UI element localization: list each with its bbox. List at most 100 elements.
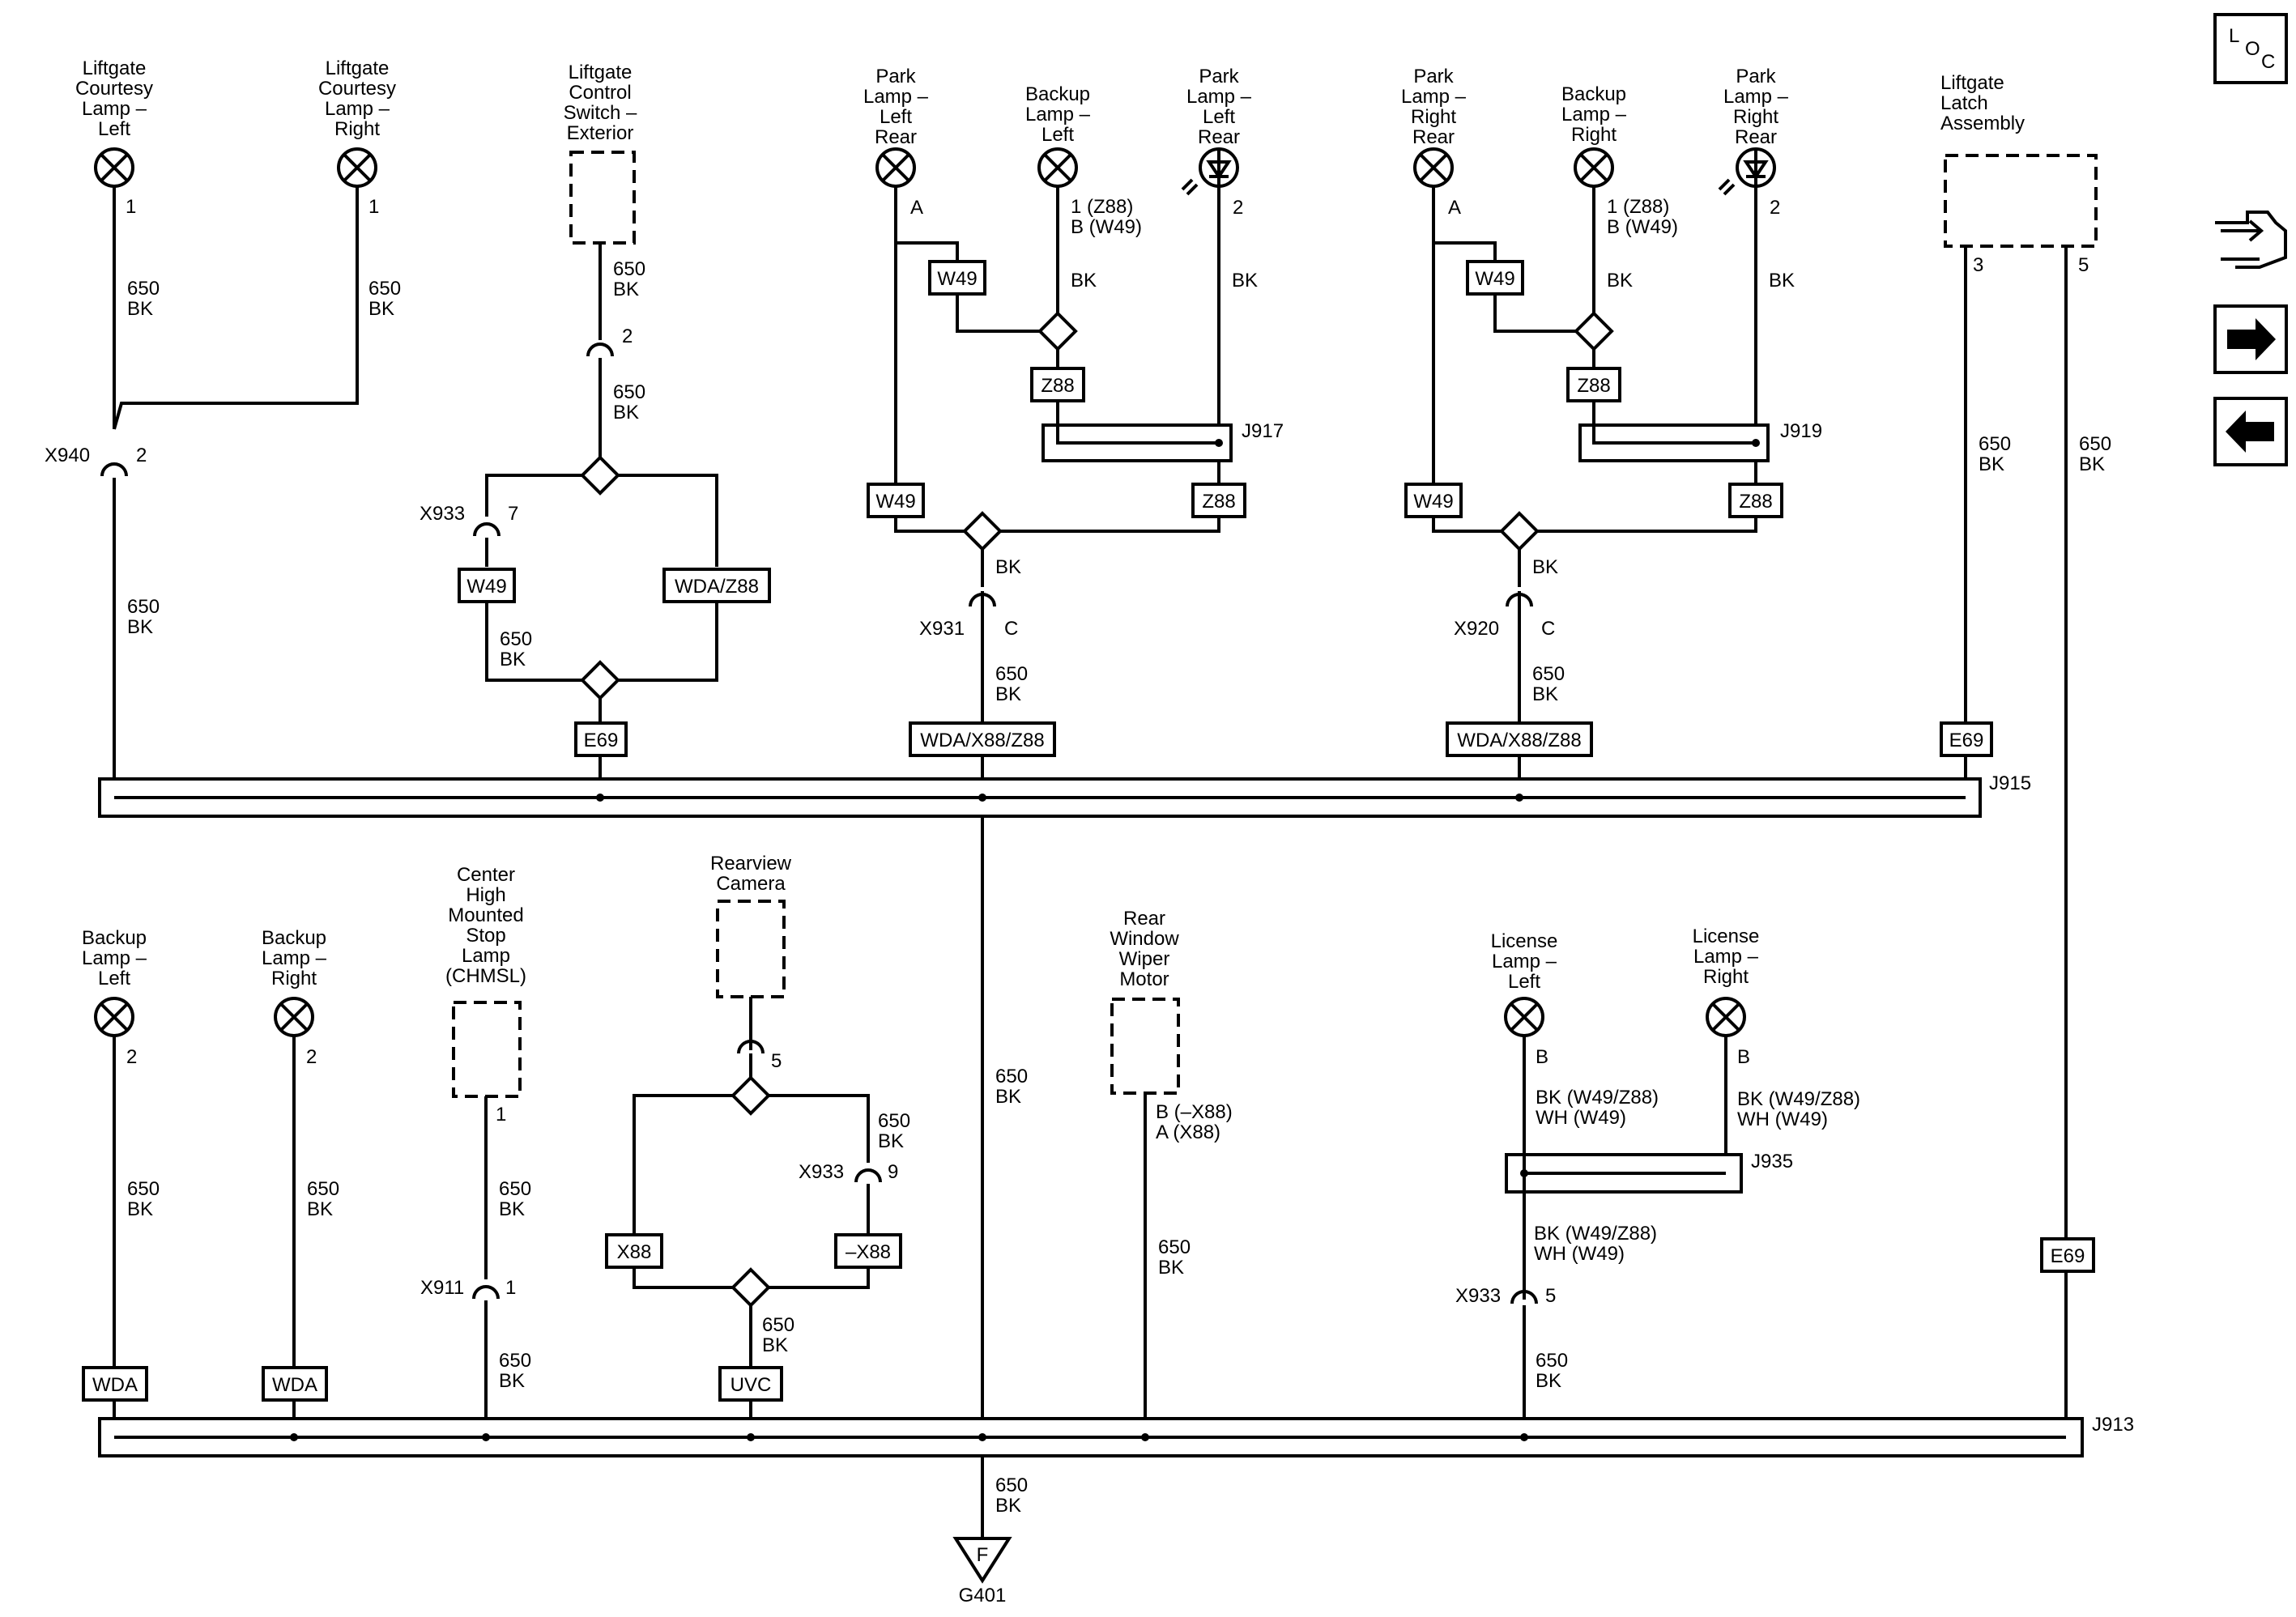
option-x88: X88 (605, 1233, 663, 1269)
svg-text:Liftgate: Liftgate (1940, 72, 2004, 94)
svg-text:BK: BK (1979, 453, 2004, 475)
connector-x940: X940 2 (45, 445, 147, 494)
option-z88: Z88 (1191, 483, 1246, 518)
svg-text:BK: BK (1769, 270, 1795, 291)
backup-lamp-left-upper: Backup Lamp – Left 1 (Z88) B (W49) (1025, 83, 1142, 238)
option-uvc: UVC (718, 1366, 783, 1402)
svg-text:Center: Center (457, 864, 515, 886)
svg-text:650: 650 (613, 258, 645, 280)
svg-text:WDA: WDA (92, 1374, 138, 1396)
liftgate-latch-assembly: Liftgate Latch Assembly 3 5 (1940, 72, 2098, 276)
splice-diamond (962, 511, 1003, 551)
svg-text:2: 2 (1770, 197, 1780, 219)
svg-text:2: 2 (306, 1046, 317, 1068)
option-wda-x88-z88: WDA/X88/Z88 (909, 721, 1056, 757)
svg-text:650: 650 (1158, 1236, 1191, 1258)
svg-text:BK: BK (2079, 453, 2105, 475)
connector-service-icon[interactable] (2215, 211, 2287, 269)
svg-text:650: 650 (995, 1474, 1028, 1496)
park-lamp-right-rear-led: Park Lamp – Right Rear 2 (1718, 66, 1789, 219)
svg-text:Right: Right (1733, 106, 1778, 128)
svg-text:Backup: Backup (1025, 83, 1090, 105)
svg-text:BK: BK (995, 683, 1021, 705)
option-z88: Z88 (1566, 367, 1621, 402)
svg-text:Rearview: Rearview (710, 853, 792, 874)
svg-text:BK: BK (500, 649, 526, 670)
svg-text:650: 650 (368, 278, 401, 300)
svg-text:650: 650 (307, 1178, 339, 1200)
liftgate-control-switch: Liftgate Control Switch – Exterior (564, 62, 637, 245)
svg-text:Lamp: Lamp (462, 945, 510, 967)
svg-text:2: 2 (126, 1046, 137, 1068)
splice-diamond (580, 660, 620, 700)
svg-text:A: A (910, 197, 923, 219)
svg-text:650: 650 (878, 1110, 910, 1132)
svg-text:Liftgate: Liftgate (569, 62, 633, 83)
park-lamp-right-rear: Park Lamp – Right Rear A (1401, 66, 1467, 219)
svg-text:WH (W49): WH (W49) (1536, 1107, 1626, 1129)
svg-text:B (W49): B (W49) (1071, 216, 1142, 238)
liftgate-courtesy-lamp-right: Liftgate Courtesy Lamp – Right 1 (318, 57, 396, 218)
splice-j919: J919 (1578, 401, 1822, 462)
svg-text:WH (W49): WH (W49) (1737, 1108, 1828, 1130)
splice-bus-j915: J915 (98, 772, 2031, 818)
splice-diamond (1037, 311, 1078, 351)
svg-text:BK: BK (368, 298, 394, 320)
svg-text:3: 3 (1973, 254, 1983, 276)
wire-label: 650 (127, 596, 160, 618)
svg-text:Right: Right (1411, 106, 1456, 128)
arrow-right-icon[interactable] (2213, 304, 2288, 374)
svg-text:Motor: Motor (1119, 968, 1169, 990)
backup-lamp-left-lower: Backup Lamp – Left 2 (82, 927, 147, 1068)
svg-text:1 (Z88): 1 (Z88) (1607, 196, 1669, 218)
svg-text:WDA/Z88: WDA/Z88 (675, 576, 759, 598)
park-lamp-left-rear-led: Park Lamp – Left Rear 2 (1181, 66, 1252, 219)
loc-letter-c: C (2261, 51, 2275, 73)
loc-icon[interactable]: L O C (2213, 13, 2288, 84)
svg-text:W49: W49 (937, 268, 977, 290)
svg-text:BK: BK (127, 1198, 153, 1220)
svg-text:Park: Park (1736, 66, 1776, 87)
svg-text:Right: Right (271, 968, 317, 989)
svg-text:–X88: –X88 (846, 1241, 891, 1263)
svg-text:WDA/X88/Z88: WDA/X88/Z88 (1457, 730, 1581, 751)
svg-text:UVC: UVC (731, 1374, 772, 1396)
svg-text:5: 5 (771, 1050, 782, 1072)
splice-diamond (731, 1267, 771, 1308)
svg-text:Lamp –: Lamp – (1693, 946, 1759, 968)
svg-text:WH (W49): WH (W49) (1534, 1243, 1625, 1265)
splice-diamond (1499, 511, 1540, 551)
svg-text:X920: X920 (1454, 618, 1499, 640)
option-w49: W49 (1466, 260, 1524, 296)
svg-text:Lamp –: Lamp – (1186, 86, 1252, 108)
svg-text:Park: Park (1199, 66, 1239, 87)
arrow-left-icon[interactable] (2213, 397, 2288, 466)
svg-text:BK: BK (1536, 1370, 1561, 1392)
svg-text:Assembly: Assembly (1940, 113, 2025, 134)
svg-text:BK: BK (307, 1198, 333, 1220)
svg-text:B (W49): B (W49) (1607, 216, 1678, 238)
option-w49: W49 (867, 483, 925, 518)
svg-text:BK: BK (878, 1130, 904, 1152)
svg-text:650: 650 (1532, 663, 1565, 685)
svg-text:BK (W49/Z88): BK (W49/Z88) (1536, 1087, 1659, 1108)
option-w49: W49 (928, 260, 986, 296)
svg-text:Backup: Backup (262, 927, 326, 949)
svg-text:5: 5 (1545, 1285, 1556, 1307)
svg-text:Lamp –: Lamp – (1561, 104, 1627, 126)
chmsl: Center High Mounted Stop Lamp (CHMSL) 1 (445, 864, 526, 1126)
liftgate-courtesy-right-label-3: Lamp – (325, 98, 390, 120)
svg-text:W49: W49 (1475, 268, 1514, 290)
svg-text:BK: BK (1607, 270, 1633, 291)
svg-text:Rear: Rear (875, 126, 917, 148)
svg-text:X931: X931 (919, 618, 965, 640)
option-wda-x88-z88: WDA/X88/Z88 (1446, 721, 1593, 757)
svg-text:BK: BK (499, 1198, 525, 1220)
svg-text:BK: BK (613, 402, 639, 423)
svg-text:J913: J913 (2092, 1414, 2134, 1436)
svg-text:(CHMSL): (CHMSL) (445, 965, 526, 987)
option-z88: Z88 (1728, 483, 1783, 518)
svg-text:BK: BK (1532, 556, 1558, 578)
svg-text:BK: BK (613, 279, 639, 300)
